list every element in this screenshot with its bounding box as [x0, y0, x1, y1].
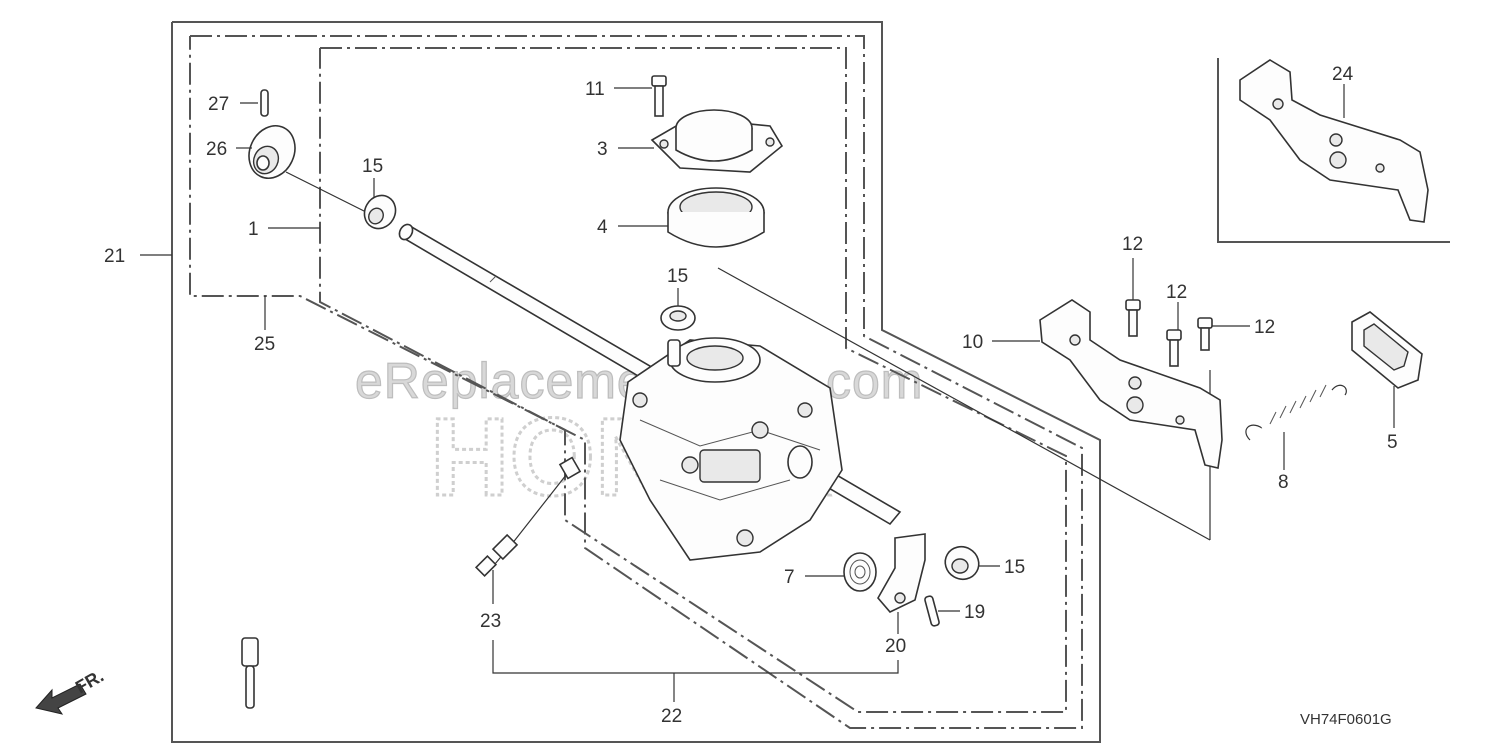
callout-21: 21 [104, 246, 125, 267]
part-11-bolt [651, 75, 667, 117]
callouts: 27 26 15 1 21 25 11 3 4 15 10 12 12 12 2… [104, 64, 1398, 727]
part-8-spring [1245, 384, 1347, 441]
callout-24: 24 [1332, 64, 1354, 85]
part-19-pin [924, 595, 940, 627]
part-24-bracket [1239, 59, 1429, 223]
callout-3: 3 [597, 139, 608, 160]
callout-4: 4 [597, 217, 608, 238]
callout-27: 27 [208, 94, 229, 115]
diagram-code: VH74F0601G [1300, 711, 1392, 728]
part-5-guide-plate [1351, 311, 1423, 389]
callout-12-left: 12 [1122, 234, 1143, 255]
part-15-bearing-upper [363, 194, 397, 230]
callout-20: 20 [885, 636, 906, 657]
callout-23: 23 [480, 611, 501, 632]
callout-12-right: 12 [1254, 317, 1275, 338]
leader-lines [140, 84, 1395, 702]
callout-7: 7 [784, 567, 795, 588]
callout-19: 19 [964, 602, 985, 623]
part-26-seal-cap [248, 125, 296, 179]
part-7-spring [843, 552, 877, 592]
part-10-bracket [1039, 299, 1223, 469]
callout-12-middle: 12 [1166, 282, 1187, 303]
callout-10: 10 [962, 332, 983, 353]
part-4-seal-ring [667, 187, 765, 248]
callout-15-middle: 15 [667, 266, 688, 287]
callout-11: 11 [585, 79, 605, 100]
part-20-arm [877, 533, 926, 613]
callout-15-lower: 15 [1004, 557, 1025, 578]
callout-25: 25 [254, 334, 275, 355]
callout-22: 22 [661, 706, 682, 727]
part-23-cable [241, 456, 582, 709]
front-direction-arrow: FR. [35, 666, 107, 715]
callout-8: 8 [1278, 472, 1289, 493]
callout-26: 26 [206, 139, 227, 160]
part-12-bolts [1125, 299, 1213, 367]
part-15-bearing-lower [944, 545, 980, 581]
part-27-pin [260, 89, 269, 117]
callout-15-upper: 15 [362, 156, 383, 177]
part-15-bearing-middle [660, 305, 696, 331]
callout-5: 5 [1387, 432, 1398, 453]
callout-1: 1 [248, 219, 259, 240]
transmission-housing [619, 337, 843, 561]
part-3-cover [650, 109, 784, 173]
